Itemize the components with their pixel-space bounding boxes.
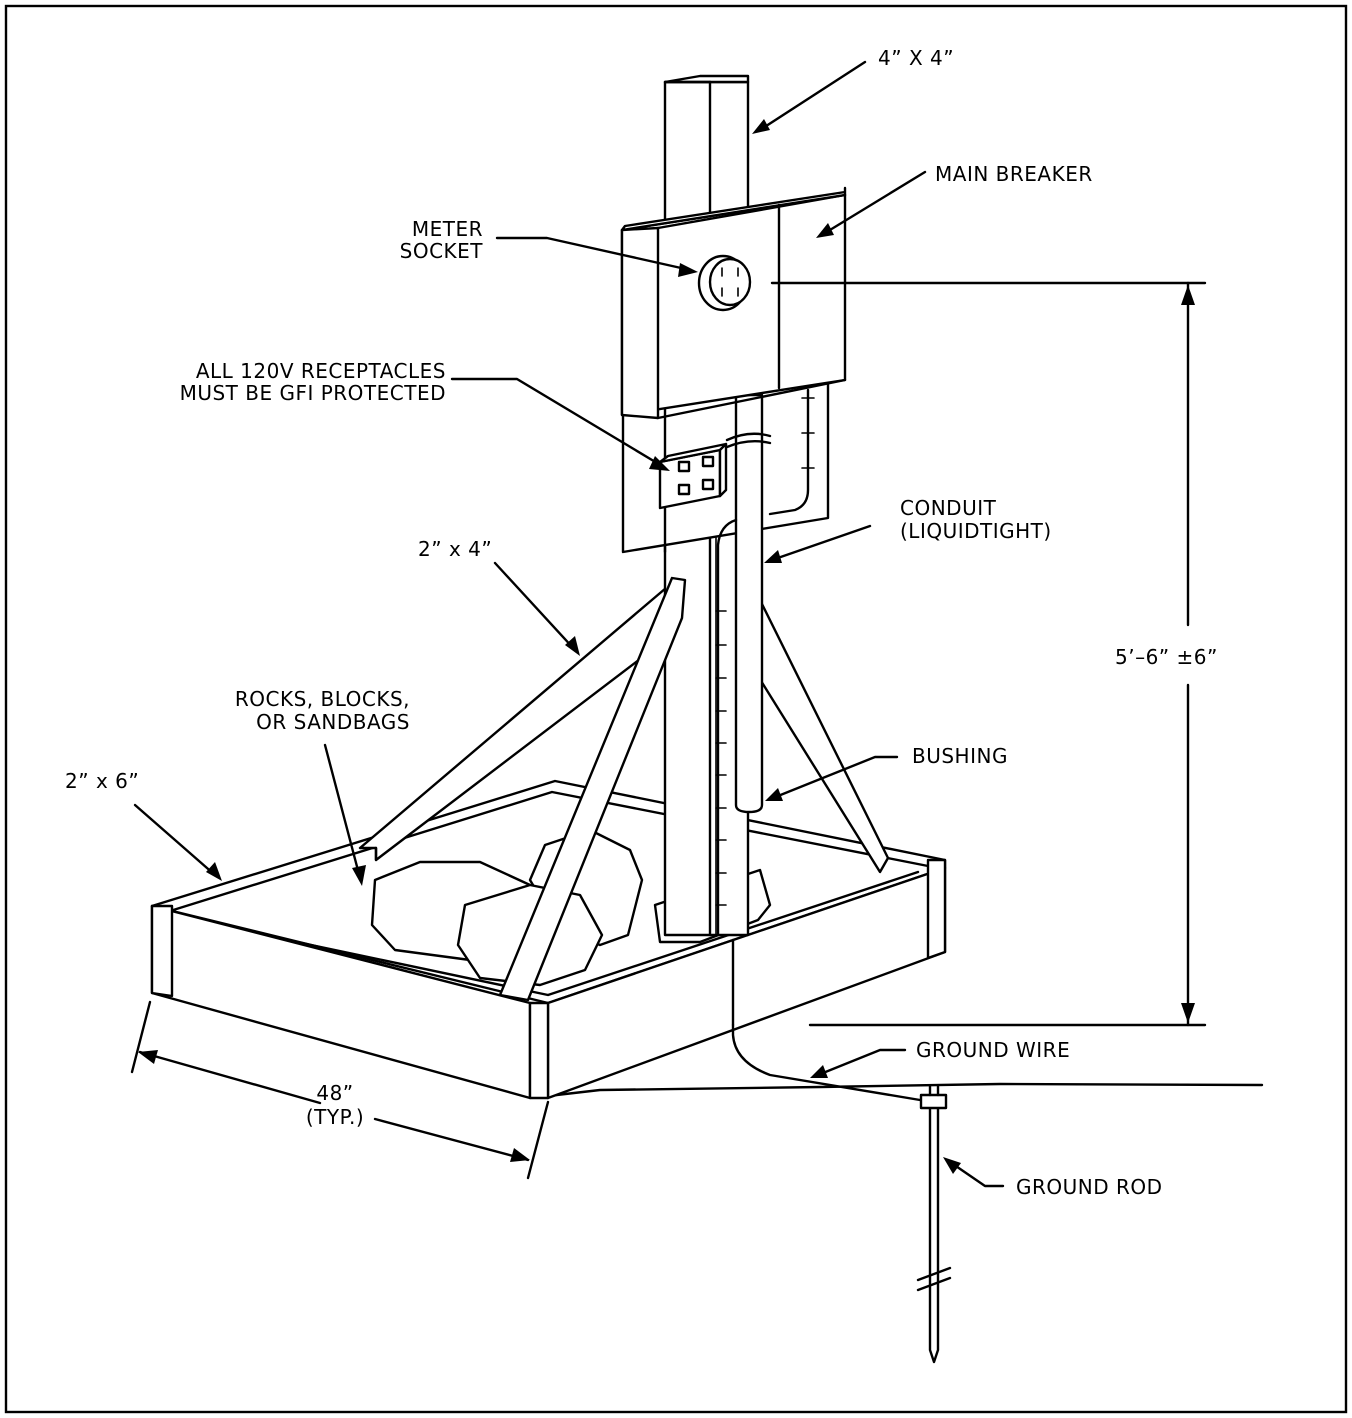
label-bushing: BUSHING (912, 744, 1008, 768)
brace-front (498, 576, 687, 1002)
ground-line (546, 1082, 1264, 1098)
label-ground-rod: GROUND ROD (1016, 1175, 1163, 1199)
meter-socket-dial (697, 254, 752, 312)
height-dimension (770, 281, 1207, 1027)
label-conduit-line2: (LIQUIDTIGHT) (900, 519, 1052, 543)
ground-rod (916, 1084, 952, 1364)
label-width-dimension-line1: 48” (316, 1081, 353, 1105)
drawing-border (4, 4, 1348, 1414)
label-main-breaker: MAIN BREAKER (935, 162, 1093, 186)
leader-lines (133, 60, 1005, 1188)
label-conduit-line1: CONDUIT (900, 496, 997, 520)
label-rocks-line2: OR SANDBAGS (256, 710, 410, 734)
label-receptacles-line2: MUST BE GFI PROTECTED (180, 381, 446, 405)
label-receptacles-line1: ALL 120V RECEPTACLES (196, 359, 446, 383)
brace-left (358, 586, 668, 862)
meter-box (620, 186, 847, 420)
label-brace-2x4: 2” x 4” (418, 537, 492, 561)
label-frame-2x6: 2” x 6” (65, 769, 139, 793)
label-ground-wire: GROUND WIRE (916, 1038, 1070, 1062)
label-meter-socket-line2: SOCKET (400, 239, 484, 263)
width-dimension (130, 1000, 550, 1180)
conduit-liquidtight (716, 393, 922, 1102)
label-meter-socket-line1: METER (412, 217, 483, 241)
gfi-receptacle (658, 442, 728, 510)
label-height-dimension: 5’–6” ±6” (1115, 645, 1218, 669)
label-rocks-line1: ROCKS, BLOCKS, (235, 687, 410, 711)
label-post-4x4: 4” X 4” (878, 46, 954, 70)
label-width-dimension-line2: (TYP.) (306, 1105, 364, 1129)
